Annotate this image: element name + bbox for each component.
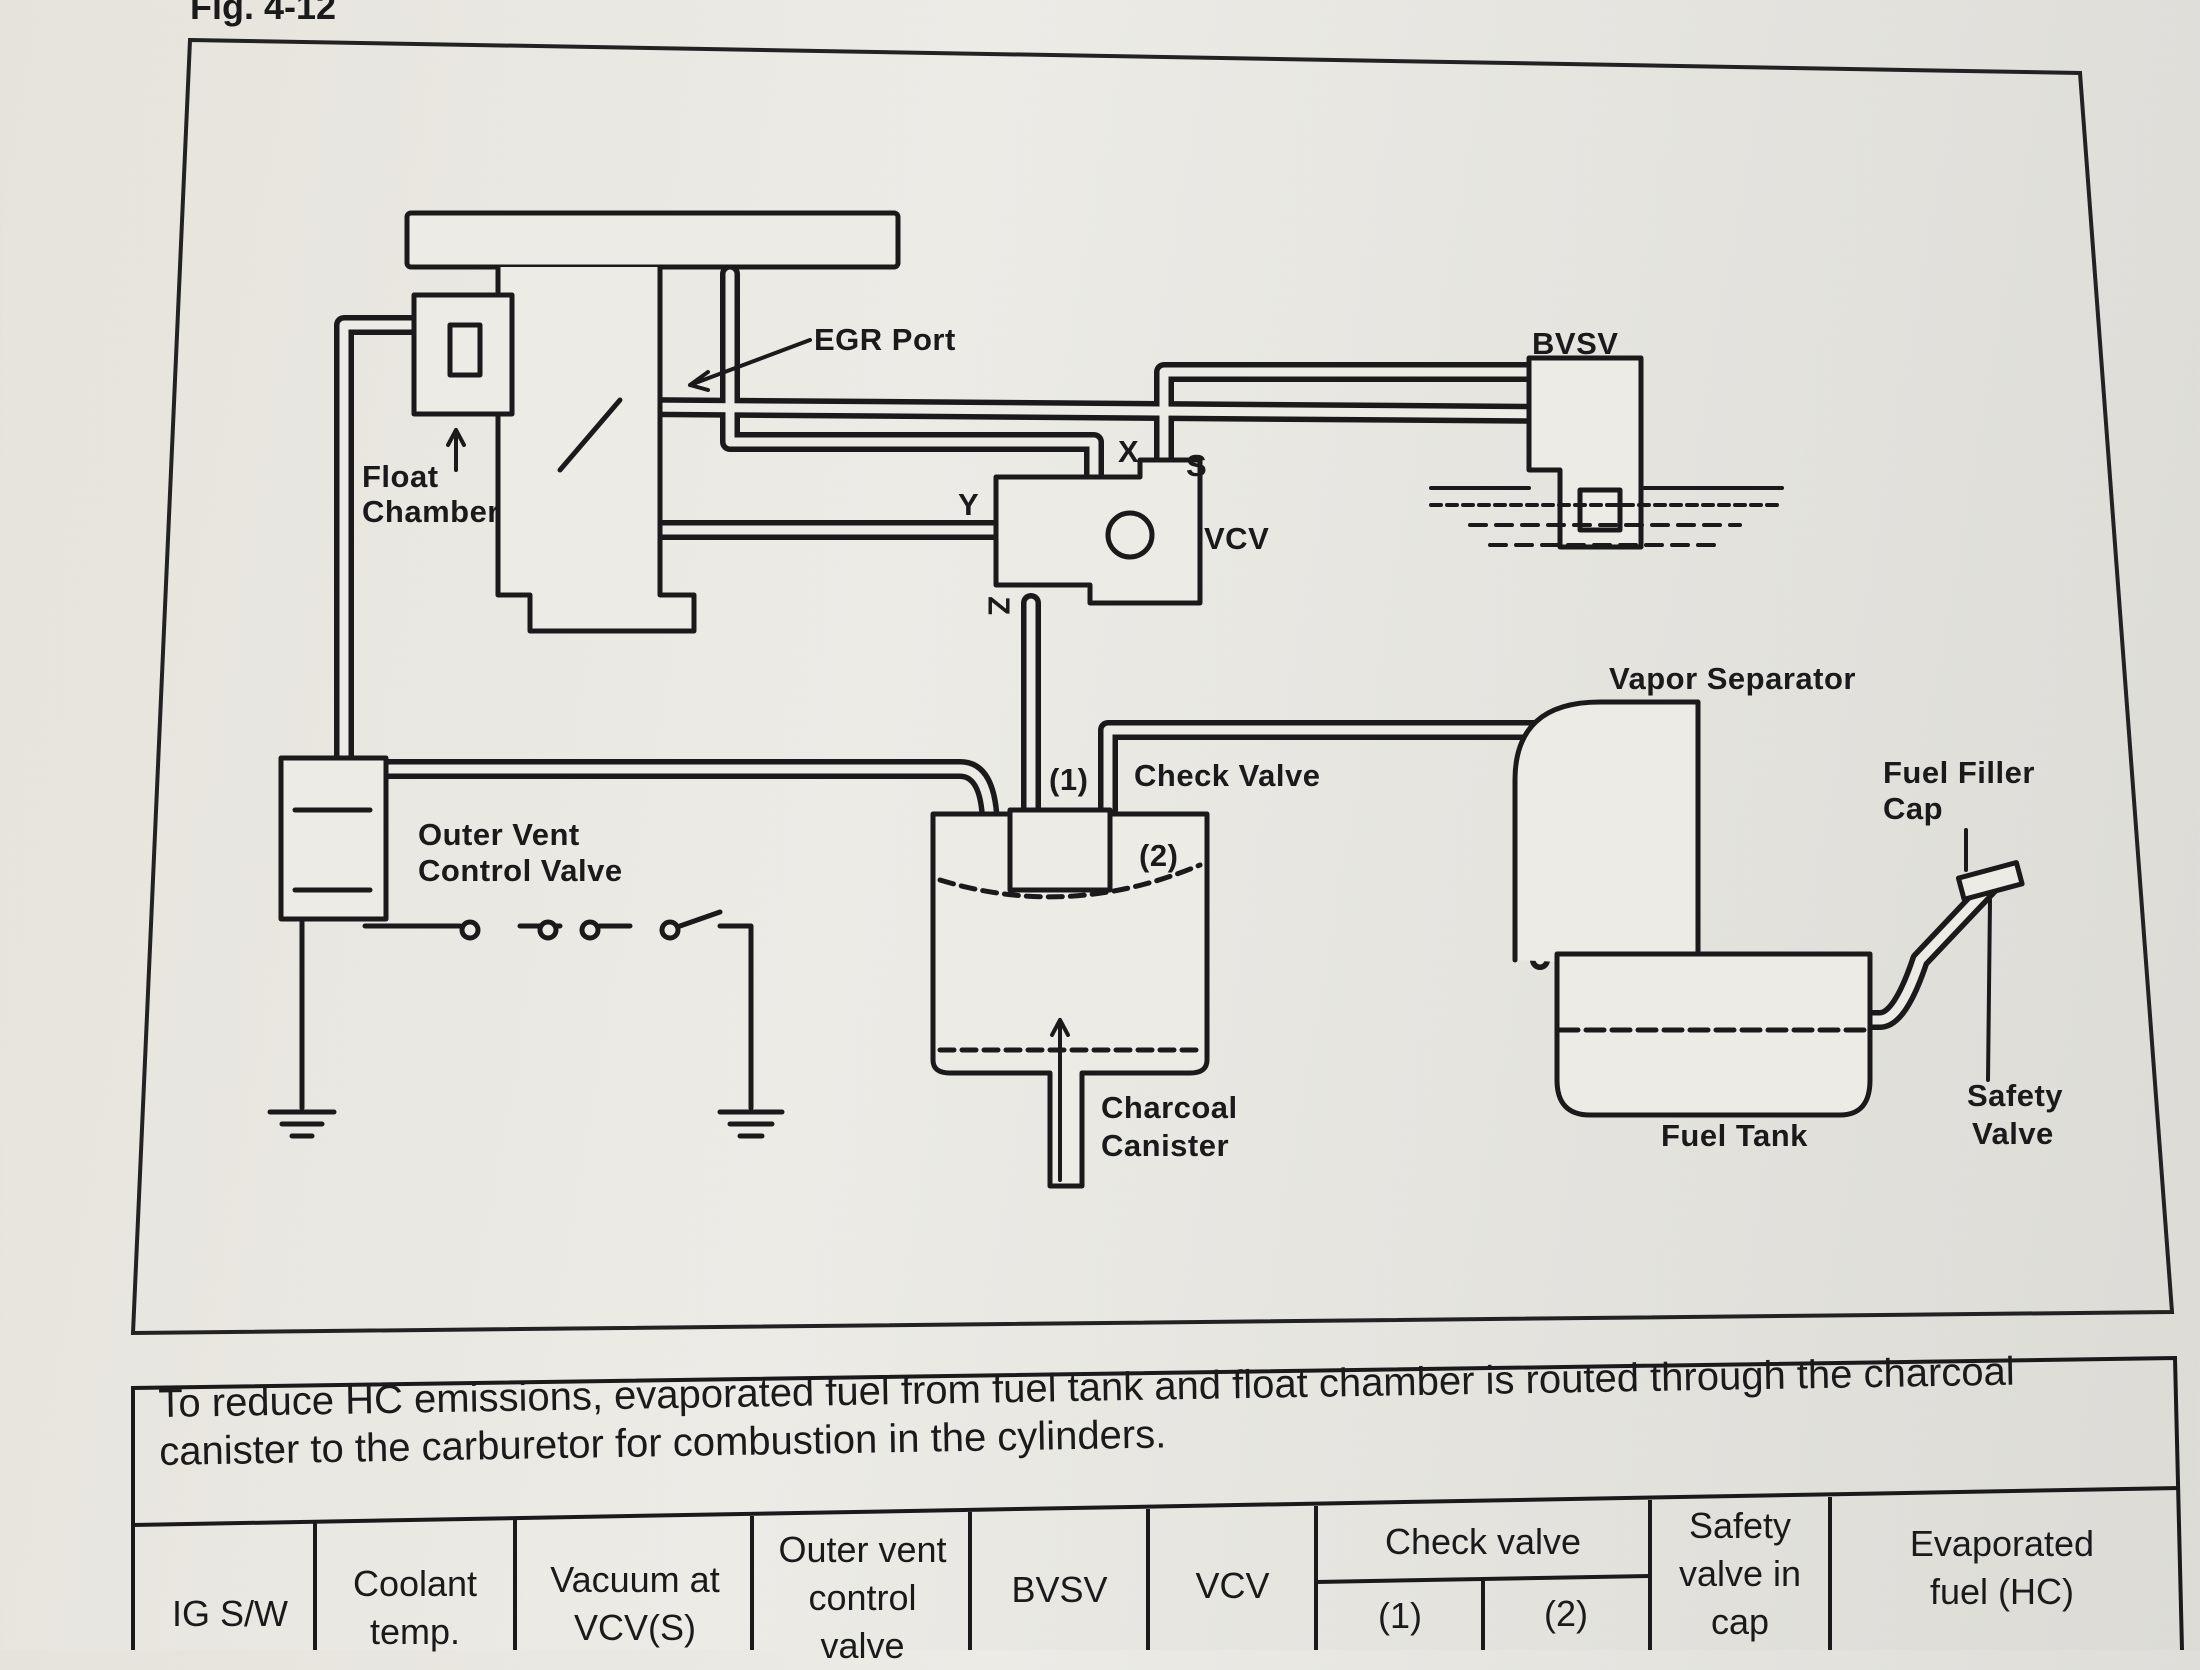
header-check-1: (1) (1378, 1595, 1422, 1636)
header-vacuum-1: Vacuum at (550, 1559, 720, 1600)
arrows (446, 338, 1992, 1182)
float-chamber (411, 292, 515, 417)
header-coolant-temp: Coolant temp. (320, 1560, 510, 1656)
label-outer-vent-2: Control Valve (418, 853, 623, 888)
figure-label: Fig. 4-12 (190, 0, 337, 27)
label-charcoal-canister-2: Canister (1101, 1128, 1230, 1163)
label-bvsv: BVSV (1532, 326, 1619, 361)
diagram-frame (130, 37, 2175, 1336)
label-port-x: X (1118, 434, 1140, 469)
label-vapor-separator: Vapor Separator (1609, 661, 1856, 696)
header-vcv: VCV (1195, 1565, 1270, 1606)
wiring (267, 909, 785, 1139)
header-coolant-2: temp. (369, 1611, 461, 1652)
vapor-separator (1512, 699, 1701, 971)
header-outer-3: valve (820, 1625, 905, 1666)
fuel-filler-cap (1955, 860, 2025, 902)
header-safety-valve: Safety valve in cap (1652, 1502, 1828, 1646)
label-safety-valve-1: Safety (1967, 1078, 2064, 1113)
label-charcoal-canister-1: Charcoal (1101, 1090, 1238, 1125)
label-float-chamber-2: Chamber (362, 494, 500, 529)
label-check-valve-2: (2) (1139, 838, 1179, 873)
vcv-body (993, 457, 1203, 606)
check-valve (1007, 807, 1113, 893)
ground-symbol-left (267, 1109, 337, 1139)
ground-symbol-right (717, 1109, 785, 1139)
header-safety-2: valve in (1678, 1553, 1802, 1594)
header-evap-2: fuel (HC) (1929, 1571, 2075, 1612)
header-outer-vent: Outer vent control valve (755, 1526, 970, 1670)
header-outer-2: control (808, 1577, 917, 1618)
label-fuel-filler-cap-2: Cap (1883, 791, 1944, 826)
header-check-valve: Check valve (1384, 1521, 1582, 1562)
fuel-tank (1554, 951, 1873, 1118)
header-ig-sw: IG S/W (172, 1593, 288, 1634)
label-vcv: VCV (1204, 521, 1270, 556)
ground-hatch (1429, 486, 1784, 547)
header-check-2: (2) (1544, 1593, 1588, 1634)
label-port-s: S (1186, 448, 1208, 483)
charcoal-canister (930, 811, 1210, 1189)
header-vacuum-2: VCV(S) (573, 1607, 696, 1648)
label-check-valve: Check Valve (1134, 758, 1321, 793)
header-vacuum-vcv: Vacuum at VCV(S) (520, 1556, 750, 1652)
label-float-chamber-1: Float (362, 459, 439, 494)
label-egr-port: EGR Port (814, 322, 956, 357)
header-outer-1: Outer vent (778, 1529, 947, 1570)
header-evaporated-fuel: Evaporated fuel (HC) (1832, 1520, 2172, 1616)
label-check-valve-1: (1) (1049, 762, 1089, 797)
carburetor-body (495, 264, 697, 634)
label-port-y: Y (958, 487, 980, 522)
header-coolant-1: Coolant (352, 1563, 478, 1604)
header-bvsv: BVSV (1011, 1569, 1108, 1610)
header-evap-1: Evaporated (1909, 1523, 2095, 1564)
label-fuel-tank: Fuel Tank (1661, 1118, 1808, 1153)
header-safety-3: cap (1710, 1601, 1770, 1642)
header-safety-1: Safety (1688, 1505, 1792, 1546)
label-outer-vent-1: Outer Vent (418, 817, 580, 852)
label-safety-valve-2: Valve (1972, 1116, 2054, 1151)
label-fuel-filler-cap-1: Fuel Filler (1883, 755, 2035, 790)
